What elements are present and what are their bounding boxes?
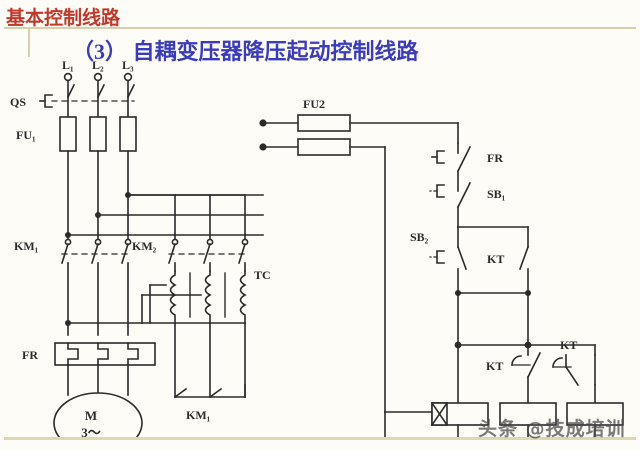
contact-kt-delayed-no [552, 344, 596, 413]
label-l1: L₁ [62, 58, 74, 72]
title-divider [4, 27, 636, 29]
label-kt-nc: KT [486, 359, 503, 373]
label-qs: QS [10, 95, 26, 109]
button-sb2-start[interactable] [429, 226, 468, 294]
label-l2: L₂ [92, 58, 104, 72]
label-motor-m: M [85, 408, 97, 423]
label-kt-seal: KT [487, 252, 504, 266]
label-motor-phase: 3～ [81, 425, 101, 440]
phase-branch-bus [65, 192, 264, 242]
label-sb1: SB₁ [487, 187, 506, 201]
contactor-km2-start [127, 194, 249, 272]
supply-terminals [63, 72, 133, 98]
bottom-divider [4, 437, 636, 440]
section-title: 基本控制线路 [6, 8, 121, 29]
label-km2: KM₂ [132, 239, 157, 253]
label-km1-star: KM₁ [186, 408, 211, 422]
contact-fr-nc [431, 142, 472, 192]
coil-km1 [566, 402, 624, 440]
contactor-km1-main [60, 238, 132, 336]
control-fuse-fu2 [259, 114, 459, 413]
label-fu2: FU2 [303, 97, 325, 111]
label-km1-main: KM₁ [14, 239, 39, 253]
label-l3: L₃ [122, 58, 134, 72]
autotransformer-tc [65, 270, 247, 398]
motor-symbol [53, 392, 143, 440]
control-ladder-rails [454, 292, 596, 413]
coil-km2 [499, 402, 557, 440]
label-fu1: FU₁ [16, 128, 36, 142]
coil-kt-timer [430, 401, 489, 440]
disconnect-switch-qs [39, 83, 136, 118]
label-fr-power: FR [22, 348, 38, 362]
label-fr-control: FR [487, 151, 503, 165]
label-kt-no: KT [560, 338, 577, 352]
main-fuse-fu1 [59, 116, 137, 236]
title-left-accent-bar [28, 29, 30, 57]
contact-kt-delayed-nc [511, 344, 542, 413]
label-tc: TC [254, 268, 271, 282]
thermal-relay-fr-power [54, 342, 156, 396]
circuit-schematic: L₁ L₂ L₃ QS FU₁ KM₁ KM₂ TC KM₁ FR M 3～ F… [10, 58, 624, 440]
label-sb2: SB₂ [410, 230, 429, 244]
contactor-km1-star-point [173, 384, 246, 399]
button-sb1-stop[interactable] [429, 181, 472, 228]
control-return-rail [384, 411, 386, 440]
figure-title: （3） 自耦变压器降压起动控制线路 [72, 39, 419, 64]
watermark-text: 头条 @技成培训 [478, 418, 626, 440]
